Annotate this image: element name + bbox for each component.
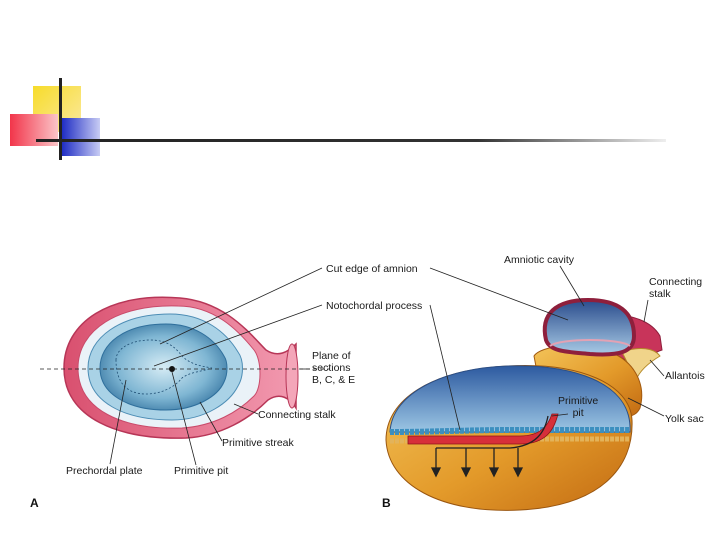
label-primitive-pit-a: Primitive pit: [174, 465, 229, 477]
label-connecting-stalk-b: Connecting stalk: [649, 276, 703, 300]
label-notochordal-process: Notochordal process: [326, 300, 423, 312]
decor-vertical-rule: [59, 78, 62, 160]
label-primitive-pit-b: Primitive pit: [558, 395, 599, 419]
panel-label-a: A: [30, 496, 39, 510]
label-amniotic-cavity: Amniotic cavity: [504, 254, 575, 266]
label-connecting-stalk-a: Connecting stalk: [258, 409, 336, 421]
label-primitive-streak: Primitive streak: [222, 437, 294, 449]
label-yolk-sac: Yolk sac: [665, 413, 704, 425]
panel-a-graphic: [40, 296, 330, 439]
panel-b-graphic: [385, 297, 663, 511]
decor-blue-square: [62, 118, 100, 156]
label-prechordal-plate: Prechordal plate: [66, 465, 143, 477]
label-cut-edge-of-amnion: Cut edge of amnion: [326, 263, 418, 275]
label-allantois: Allantois: [665, 370, 705, 382]
panel-label-b: B: [382, 496, 391, 510]
label-plane-of-sections: Plane of sections B, C, & E: [312, 350, 356, 386]
decor-horizontal-rule: [36, 139, 666, 142]
